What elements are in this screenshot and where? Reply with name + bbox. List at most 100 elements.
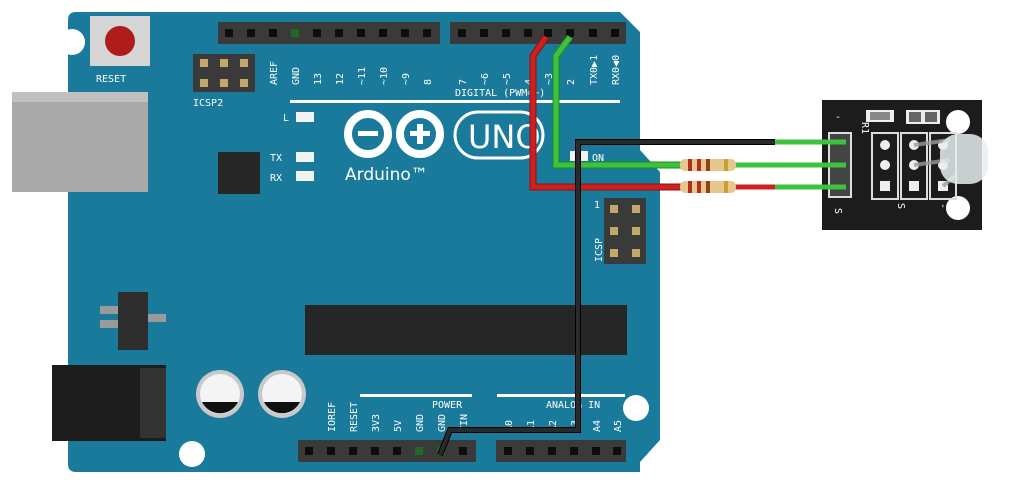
power-label: POWER xyxy=(432,400,463,411)
pin-label: GND xyxy=(437,414,448,432)
pin-label: 8 xyxy=(423,79,434,85)
pin-label: RX0◀0 xyxy=(611,55,622,85)
mounting-hole xyxy=(59,29,85,55)
header-pin[interactable] xyxy=(371,447,379,455)
capacitor xyxy=(196,370,244,418)
pin-label: IOREF xyxy=(327,402,338,432)
module-r1-label: R1 xyxy=(859,122,870,134)
header-pin[interactable] xyxy=(335,29,343,37)
header-pin[interactable] xyxy=(611,29,619,37)
led-l xyxy=(296,112,314,122)
model-label: UNO xyxy=(468,118,541,156)
header-pin[interactable] xyxy=(415,447,423,455)
header-pin[interactable] xyxy=(379,29,387,37)
led-tx-label: TX xyxy=(270,153,282,164)
header-pin[interactable] xyxy=(566,29,574,37)
header-pin[interactable] xyxy=(313,29,321,37)
pin-label: RESET xyxy=(349,402,360,432)
icsp-pin xyxy=(610,205,618,213)
pin-label: 7 xyxy=(458,79,469,85)
pin-label: VIN xyxy=(459,414,470,432)
pin-label: AREF xyxy=(269,61,280,85)
microcontroller xyxy=(305,305,627,355)
header-pin[interactable] xyxy=(393,447,401,455)
pin-label: ~6 xyxy=(480,73,491,85)
pin-label: A2 xyxy=(548,420,559,432)
header-pin[interactable] xyxy=(225,29,233,37)
pin-label: ~3 xyxy=(544,73,555,85)
header-pin[interactable] xyxy=(502,29,510,37)
mounting-hole xyxy=(623,395,649,421)
icsp2-pin xyxy=(240,79,248,87)
header-pin[interactable] xyxy=(544,29,552,37)
header-pin[interactable] xyxy=(357,29,365,37)
pin-label: 13 xyxy=(313,73,324,85)
header-pin[interactable] xyxy=(349,447,357,455)
header-pin[interactable] xyxy=(327,447,335,455)
ir-led xyxy=(940,134,988,184)
analog-header xyxy=(496,440,626,462)
header-pin[interactable] xyxy=(305,447,313,455)
arduino-logo xyxy=(344,110,444,158)
reset-label: RESET xyxy=(96,74,126,85)
led-rx xyxy=(296,171,314,181)
pin-label: A5 xyxy=(613,420,624,432)
header-pin[interactable] xyxy=(459,447,467,455)
module-minus-label-2: - xyxy=(937,203,948,209)
pin-label: ~5 xyxy=(502,73,513,85)
led-on-label: ON xyxy=(592,153,604,164)
icsp2-pin xyxy=(220,79,228,87)
icsp-label: ICSP xyxy=(594,238,605,262)
power-header xyxy=(298,440,476,462)
icsp2-pin xyxy=(220,59,228,67)
mounting-hole xyxy=(179,441,205,467)
pin-label: ~10 xyxy=(379,67,390,85)
pin-label: ~9 xyxy=(401,73,412,85)
header-pin[interactable] xyxy=(526,447,534,455)
header-pin[interactable] xyxy=(592,447,600,455)
pin-label: GND xyxy=(415,414,426,432)
header-pin[interactable] xyxy=(504,447,512,455)
header-pin[interactable] xyxy=(524,29,532,37)
analog-label: ANALOG IN xyxy=(546,400,600,411)
pin-label: TX0▶1 xyxy=(589,55,600,85)
pin-label: GND xyxy=(291,67,302,85)
module-minus-label: - xyxy=(835,112,841,123)
header-pin[interactable] xyxy=(480,29,488,37)
pin-label: 3V3 xyxy=(371,414,382,432)
icsp2-label: ICSP2 xyxy=(193,98,223,109)
module-s-label-2: S xyxy=(895,203,906,209)
icsp-pin xyxy=(632,249,640,257)
uno-badge xyxy=(453,110,545,160)
icsp2-pin xyxy=(240,59,248,67)
led-rx-label: RX xyxy=(270,173,282,184)
voltage-regulator xyxy=(118,292,148,350)
header-pin[interactable] xyxy=(570,447,578,455)
header-pin[interactable] xyxy=(458,29,466,37)
icsp-pin xyxy=(610,227,618,235)
digital-label: DIGITAL (PWM=~) xyxy=(455,88,545,99)
led-tx xyxy=(296,152,314,162)
icsp2-pin xyxy=(200,79,208,87)
header-pin[interactable] xyxy=(548,447,556,455)
pin-label: 5V xyxy=(393,420,404,432)
icsp2-header xyxy=(193,54,255,92)
resistor xyxy=(680,181,736,193)
icsp2-pin xyxy=(200,59,208,67)
header-pin[interactable] xyxy=(589,29,597,37)
header-pin[interactable] xyxy=(613,447,621,455)
header-pin[interactable] xyxy=(423,29,431,37)
module-s-label: S xyxy=(832,208,843,214)
header-pin[interactable] xyxy=(401,29,409,37)
header-pin[interactable] xyxy=(247,29,255,37)
resistor xyxy=(680,159,736,171)
pin-label: A4 xyxy=(592,420,603,432)
header-pin[interactable] xyxy=(269,29,277,37)
pin-label: A0 xyxy=(504,420,515,432)
header-pin[interactable] xyxy=(291,29,299,37)
pin-label: 12 xyxy=(335,73,346,85)
icsp-pin xyxy=(632,205,640,213)
brand-label: Arduino™ xyxy=(345,165,428,185)
led-l-label: L xyxy=(283,113,289,124)
icsp-pin1-label: 1 xyxy=(594,200,600,211)
